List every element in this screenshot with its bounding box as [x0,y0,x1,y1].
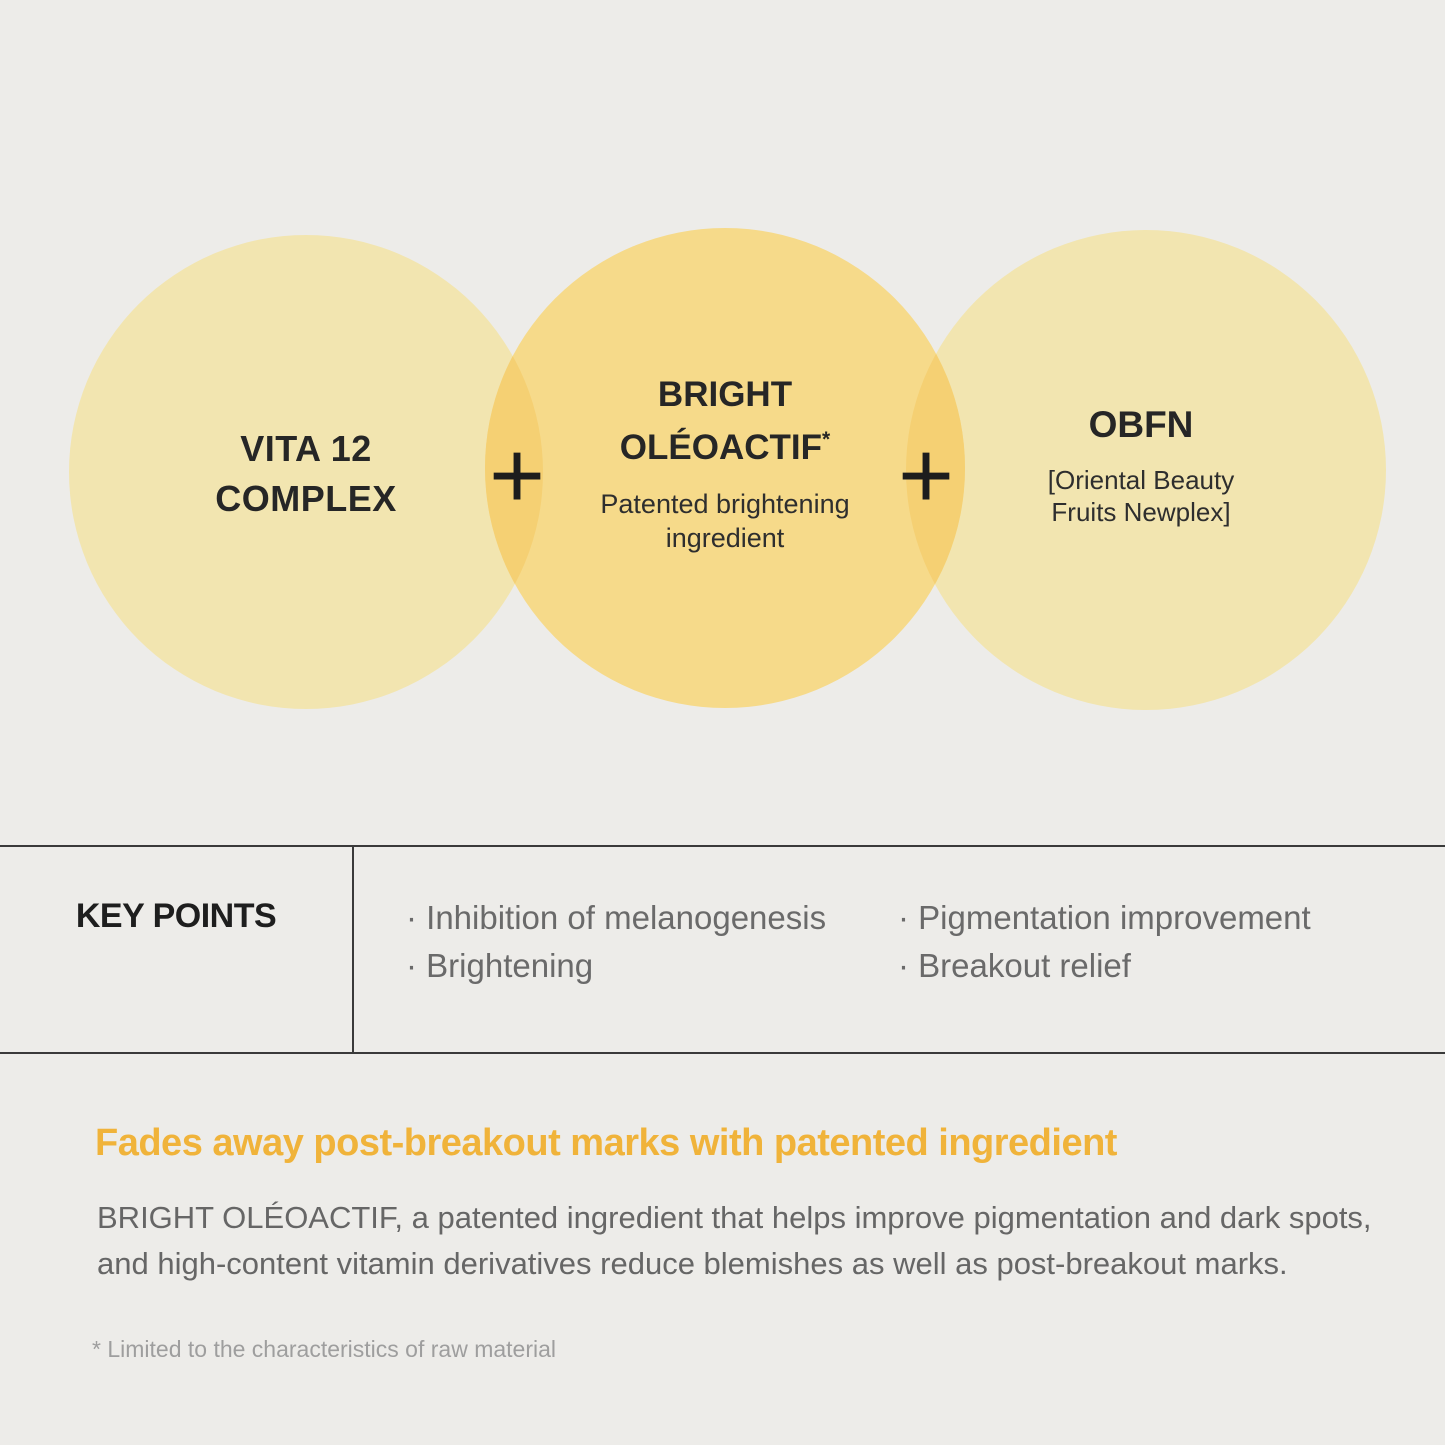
key-points-heading: KEY POINTS [75,897,277,935]
vita12-label: VITA 12 COMPLEX [215,424,397,524]
key-point-item: · Brightening [406,947,594,984]
plus-sign-left: + [488,422,546,529]
plus-sign-right: + [897,422,955,529]
bright-oleoactif-label-line2: OLÉOACTIF* [619,427,831,467]
bright-oleoactif-subtitle-line2: ingredient [665,523,785,553]
bright-oleoactif-subtitle: Patented brightening ingredient [600,487,849,555]
section-body-line2: and high-content vitamin derivatives red… [97,1246,1288,1281]
section-body-line1: BRIGHT OLÉOACTIF, a patented ingredient … [97,1200,1372,1235]
key-point-item: · Breakout relief [898,947,1131,984]
bright-oleoactif-label: BRIGHT OLÉOACTIF* [620,372,830,470]
footnote: * Limited to the characteristics of raw … [92,1336,557,1362]
keypoints-divider-rule [352,845,354,1054]
obfn-label: OBFN [1088,404,1194,445]
key-point-item: · Pigmentation improvement [898,899,1311,936]
venn-diagram [69,228,1386,710]
obfn-subtitle-line2: Fruits Newplex] [1051,497,1231,527]
vita12-label-line2: COMPLEX [215,478,397,519]
keypoints-top-rule [0,845,1445,847]
bright-oleoactif-subtitle-line1: Patented brightening [600,489,850,519]
obfn-circle [906,230,1386,710]
keypoints-bottom-rule [0,1052,1445,1054]
section-headline: Fades away post-breakout marks with pate… [95,1122,1117,1164]
vita12-circle [69,235,543,709]
key-points-column-2: · Pigmentation improvement · Breakout re… [898,894,1311,990]
vita12-label-line1: VITA 12 [240,428,372,469]
key-points-column-1: · Inhibition of melanogenesis · Brighten… [406,894,826,990]
obfn-subtitle-line1: [Oriental Beauty [1047,465,1235,495]
asterisk-mark: * [822,428,831,452]
section-body: BRIGHT OLÉOACTIF, a patented ingredient … [97,1195,1372,1287]
obfn-subtitle: [Oriental Beauty Fruits Newplex] [1048,464,1234,528]
key-point-item: · Inhibition of melanogenesis [406,899,827,936]
bright-oleoactif-circle [485,228,965,708]
bright-oleoactif-label-line1: BRIGHT [657,375,793,415]
